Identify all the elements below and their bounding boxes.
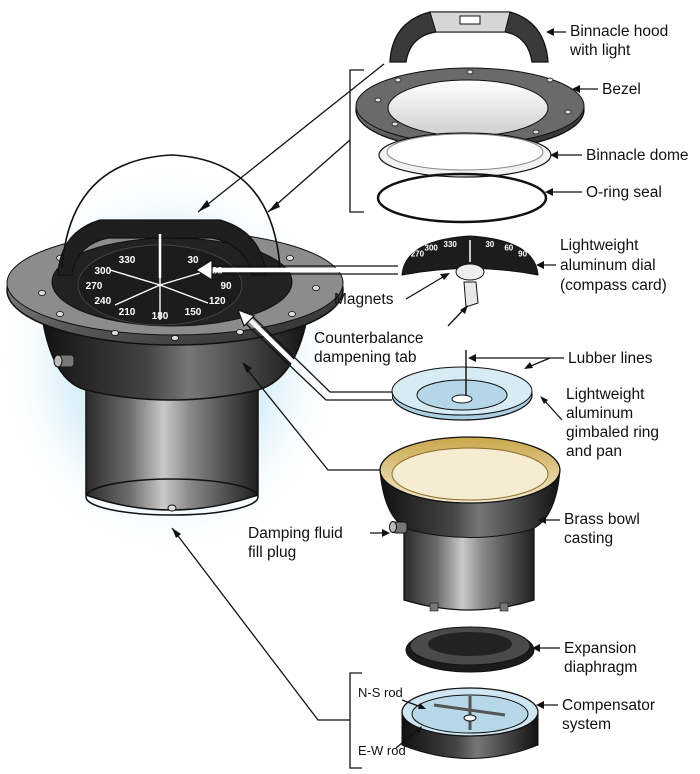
label-compensator-1: Compensator: [562, 697, 655, 714]
label-fill-plug-1: Damping fluid: [248, 525, 343, 542]
gimbaled-ring-part: [391, 350, 533, 421]
label-compensator-2: system: [562, 716, 611, 733]
label-dial-1: Lightweight: [560, 237, 639, 254]
small-dial-number: 330: [444, 240, 458, 249]
side-plug-icon: [53, 354, 75, 368]
label-gimbal-3: gimbaled ring: [566, 424, 659, 441]
brass-bowl-part: [379, 436, 561, 612]
small-dial-number: 30: [485, 240, 494, 249]
label-bowl-2: casting: [564, 530, 613, 547]
top-bracket: [349, 69, 364, 213]
bottom-screw: [167, 504, 177, 512]
bezel-part: [355, 67, 585, 151]
label-bowl-1: Brass bowl: [564, 511, 640, 528]
expansion-diaphragm-part: [405, 626, 535, 673]
fill-plug-icon: [389, 521, 408, 534]
label-gimbal-4: and pan: [566, 443, 622, 460]
label-gimbal-1: Lightweight: [566, 386, 645, 403]
main-dome: [61, 154, 281, 269]
dial-number: 150: [185, 307, 202, 318]
small-dial-number: 300: [425, 244, 439, 253]
compass-cylinder: [85, 369, 259, 511]
label-dial-3: (compass card): [560, 277, 667, 294]
dial-number: 330: [119, 255, 136, 266]
dial-number: 90: [220, 281, 232, 292]
label-binnacle-hood-2: with light: [569, 42, 631, 59]
label-ns-rod: N-S rod: [358, 685, 403, 700]
dial-number: 30: [187, 255, 199, 266]
dial-number: 300: [94, 266, 111, 277]
label-fill-plug-2: fill plug: [248, 544, 296, 561]
label-diaphragm-1: Expansion: [564, 640, 636, 657]
label-bezel: Bezel: [602, 81, 641, 98]
label-gimbal-2: aluminum: [566, 405, 633, 422]
label-dial-2: aluminum dial: [560, 257, 656, 274]
small-dial-number: 90: [518, 249, 527, 258]
binnacle-hood-part: [389, 11, 549, 63]
o-ring-part: [376, 172, 548, 224]
binnacle-dome-part: [378, 132, 552, 178]
bezel-screws: [38, 255, 320, 341]
leader-lines: [171, 28, 598, 749]
label-counterbalance-1: Counterbalance: [314, 330, 423, 347]
main-binnacle-hood: [57, 219, 267, 276]
small-dial-number: 60: [504, 244, 513, 253]
dial-number: 270: [86, 281, 103, 292]
labels: Binnacle hood with light Bezel Binnacle …: [248, 23, 689, 758]
dial-number: 240: [94, 296, 111, 307]
label-binnacle-hood-1: Binnacle hood: [570, 23, 668, 40]
label-magnets: Magnets: [334, 291, 394, 308]
label-o-ring: O-ring seal: [586, 184, 662, 201]
small-dial-number: 270: [411, 249, 425, 258]
label-counterbalance-2: dampening tab: [314, 349, 417, 366]
label-ew-rod: E-W rod: [358, 743, 406, 758]
dial-number: 180: [152, 311, 169, 322]
label-binnacle-dome: Binnacle dome: [586, 147, 689, 164]
dial-number: 120: [209, 296, 226, 307]
compensator-part: [401, 687, 539, 759]
dial-number: 210: [119, 307, 136, 318]
label-diaphragm-2: diaphragm: [564, 659, 637, 676]
label-lubber: Lubber lines: [568, 350, 653, 367]
